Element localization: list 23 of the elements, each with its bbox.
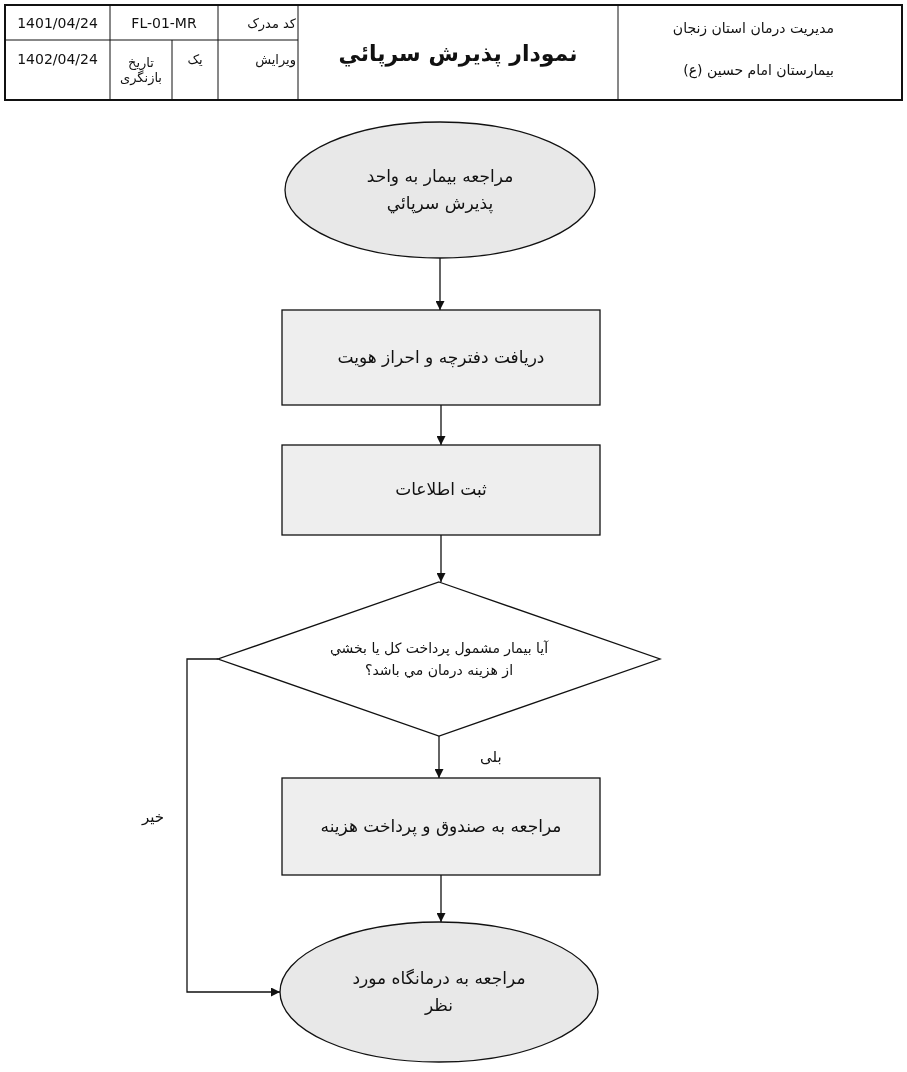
title: نمودار پذیرش سرپائي xyxy=(337,39,579,69)
node-text: مراجعه به صندوق و پرداخت هزینه xyxy=(320,814,562,839)
field-value: ویرایش xyxy=(254,50,296,70)
field-label: یک xyxy=(186,50,204,69)
arrow xyxy=(436,874,446,923)
organization-name: بیمارستان امام حسین (ع) xyxy=(682,61,834,81)
arrow xyxy=(436,534,446,583)
field-value: تاریخ بازنگری xyxy=(119,54,163,87)
field-value: 1401/04/24 xyxy=(16,14,99,33)
node-text: آیا بیمار مشمول پرداخت کل یا بخشي از هزینه درمان مي باشد؟ xyxy=(328,638,550,681)
field-label: FL-01-MR xyxy=(130,14,198,33)
field-value: 1402/04/24 xyxy=(16,50,99,69)
arrow xyxy=(434,735,444,779)
node-text: دریافت دفترچه و احراز هویت xyxy=(337,345,545,370)
edge-label: بلی xyxy=(478,748,504,766)
arrow xyxy=(186,658,281,997)
field-value: کد مدرک xyxy=(246,14,296,34)
arrow xyxy=(436,404,446,446)
node-text: ثبت اطلاعات xyxy=(395,478,487,502)
arrow xyxy=(435,257,445,311)
node-text: مراجعه به درمانگاه مورد نظر xyxy=(351,966,527,1017)
node-text: مراجعه بیمار به واحد پذیرش سرپائي xyxy=(365,164,515,216)
organization-name: مدیریت درمان استان زنجان xyxy=(671,19,834,39)
